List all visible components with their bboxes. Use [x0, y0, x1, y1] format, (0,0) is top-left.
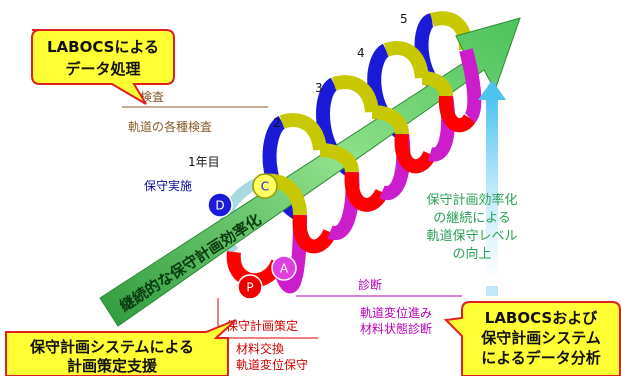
callout-data-analysis-line-2: 保守計画システム	[480, 329, 601, 347]
callout-plan-support-line-2: 計画策定支援	[67, 357, 158, 375]
turn-label-3: 3	[315, 81, 323, 95]
do-title: 保守実施	[144, 178, 192, 193]
act-title: 診断	[358, 277, 382, 292]
level-up-text-line-2: の継続による	[433, 211, 511, 226]
spiral-front-red-5	[438, 95, 477, 133]
efficiency-arrow-label: 継続的な保守計画効率化	[116, 210, 264, 315]
callout-labocs-line-1: LABOCSによる	[47, 38, 159, 56]
plan-labels: 保守計画策定 材料交換 軌道変位保守	[217, 298, 318, 372]
spiral-front-red-4	[394, 133, 437, 174]
spiral-front-red-2	[292, 214, 337, 254]
level-up-arrow-body	[486, 98, 498, 280]
spiral-front-yellow-4	[421, 71, 453, 97]
callout-plan-support: 保守計画システムによる 計画策定支援	[5, 319, 237, 376]
callout-labocs-data-processing: LABOCSによる データ処理	[31, 29, 175, 105]
check-detail: 軌道の各種検査	[128, 119, 212, 134]
spiral-front-magenta-5	[459, 48, 482, 123]
level-up-arrow-head	[478, 80, 506, 100]
turn-labels: 1年目 2 3 4 5	[188, 12, 408, 169]
callout-data-analysis-line-3: によるデータ分析	[481, 349, 601, 367]
marker-a: A	[271, 255, 297, 281]
pdca-markers: D C A P	[207, 173, 297, 300]
turn-label-1: 1年目	[188, 155, 220, 169]
plan-detail-2: 軌道変位保守	[236, 357, 308, 372]
level-up-text: 保守計画効率化 の継続による 軌道保守レベル の向上	[426, 192, 517, 262]
act-detail-1: 軌道変位進み	[360, 305, 432, 320]
level-up-arrow-dash-2	[486, 286, 498, 296]
plan-title: 保守計画策定	[226, 318, 298, 333]
callout-data-analysis-box	[443, 301, 621, 376]
turn-label-5: 5	[400, 12, 408, 26]
marker-p: P	[237, 274, 263, 300]
callout-data-analysis: LABOCSおよび 保守計画システム によるデータ分析	[443, 301, 621, 376]
plan-detail-1: 材料交換	[236, 341, 284, 356]
marker-c: C	[252, 173, 278, 199]
spiral-back-top-2	[331, 75, 379, 113]
check-labels: 検査 軌道の各種検査	[122, 90, 268, 134]
level-up-text-line-4: の向上	[452, 246, 491, 262]
callout-labocs-line-2: データ処理	[65, 60, 140, 78]
callout-data-analysis-line-1: LABOCSおよび	[485, 309, 597, 327]
turn-label-4: 4	[357, 46, 365, 60]
level-up-arrow	[478, 80, 506, 312]
marker-c-letter: C	[261, 180, 269, 194]
marker-p-circle	[237, 274, 263, 300]
marker-c-circle	[252, 173, 278, 199]
act-labels: 診断 軌道変位進み 材料状態診断	[296, 277, 462, 336]
spiral-front-yellow-3	[371, 105, 409, 135]
marker-d-letter: D	[215, 199, 224, 213]
spiral-front-yellow-2	[319, 143, 359, 173]
act-detail-2: 材料状態診断	[360, 321, 432, 336]
spiral-front	[226, 48, 482, 294]
spiral-front-red-3	[344, 171, 389, 212]
spiral-back-top-3	[383, 41, 429, 79]
level-up-text-line-3: 軌道保守レベル	[426, 228, 517, 244]
marker-a-letter: A	[280, 262, 289, 276]
marker-d: D	[207, 192, 233, 218]
marker-p-letter: P	[246, 281, 253, 295]
check-title: 検査	[140, 90, 164, 104]
turn-label-2: 2	[273, 116, 281, 130]
callout-plan-support-line-1: 保守計画システムによる	[29, 338, 194, 356]
callout-labocs-data-processing-box	[31, 29, 175, 105]
marker-d-circle	[207, 192, 233, 218]
spiral-back-top-1	[279, 113, 327, 151]
level-up-text-line-1: 保守計画効率化	[426, 192, 517, 208]
marker-a-circle	[271, 255, 297, 281]
callout-plan-support-box	[5, 319, 237, 376]
